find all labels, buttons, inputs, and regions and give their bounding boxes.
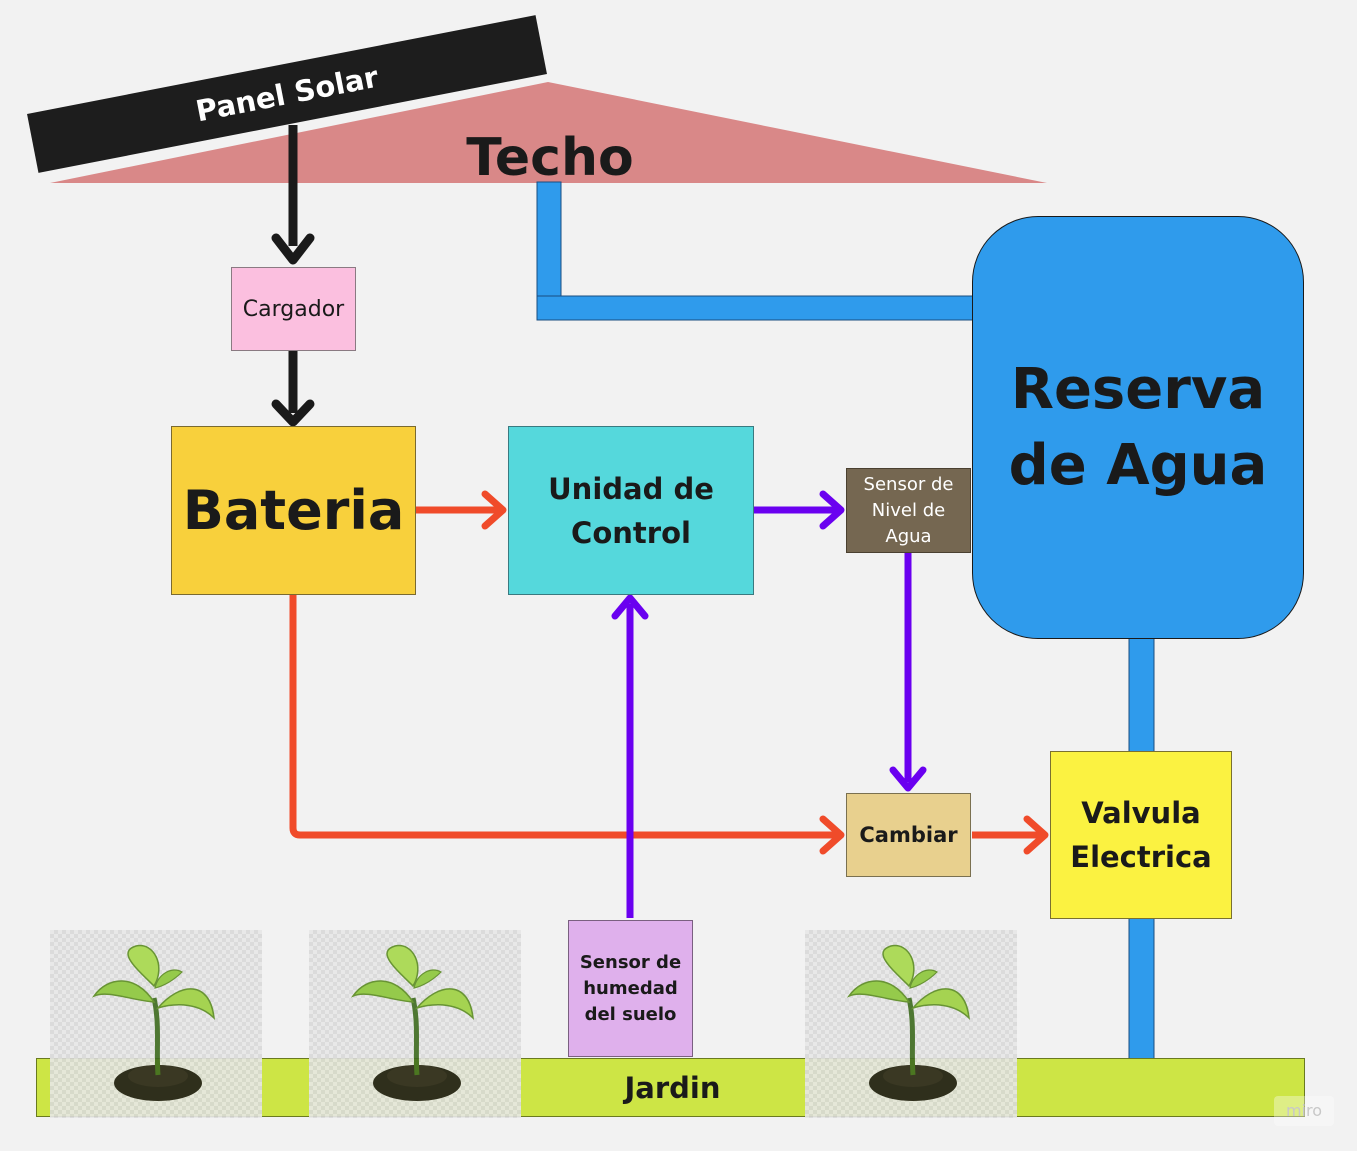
- watermark-logo: miro: [1274, 1096, 1334, 1126]
- roof-label: Techo: [430, 126, 670, 190]
- charger-label: Cargador: [242, 296, 345, 322]
- roof-label-text: Techo: [466, 128, 634, 188]
- control-unit-label: Unidad de Control: [548, 471, 714, 550]
- switch-label: Cambiar: [859, 823, 958, 847]
- arrow-control-to-level-sensor: [754, 490, 845, 530]
- plant-seedling-icon: [309, 930, 521, 1118]
- soil-humidity-sensor-box[interactable]: Sensor de humedad del suelo: [568, 920, 693, 1057]
- water-reservoir-label: Reserva de Agua: [1008, 356, 1268, 498]
- roof-shape: [50, 82, 1047, 183]
- arrow-panel-to-charger: [271, 125, 315, 265]
- electric-valve-box[interactable]: Valvula Electrica: [1050, 751, 1232, 919]
- watermark-text: miro: [1285, 1101, 1323, 1120]
- garden-label: Jardin: [624, 1070, 721, 1105]
- plant-seedling-icon: [50, 930, 262, 1118]
- battery-label: Bateria: [182, 479, 405, 542]
- pipe-reservoir-to-valve: [1128, 635, 1155, 755]
- switch-box[interactable]: Cambiar: [846, 793, 971, 877]
- arrow-charger-to-battery: [271, 351, 315, 427]
- plant-seedling-icon: [805, 930, 1017, 1118]
- control-unit-box[interactable]: Unidad de Control: [508, 426, 754, 595]
- arrow-humidity-to-control: [611, 594, 649, 918]
- battery-box[interactable]: Bateria: [171, 426, 416, 595]
- water-level-sensor-label: Sensor de Nivel de Agua: [863, 473, 954, 547]
- arrow-battery-to-switch: [289, 595, 845, 855]
- electric-valve-label: Valvula Electrica: [1070, 796, 1212, 874]
- charger-box[interactable]: Cargador: [231, 267, 356, 351]
- soil-humidity-sensor-label: Sensor de humedad del suelo: [579, 951, 682, 1025]
- arrow-battery-to-control: [416, 490, 507, 530]
- pipe-roof-to-reservoir: [536, 295, 976, 321]
- pipe-valve-to-garden: [1128, 917, 1155, 1061]
- arrow-switch-to-valve: [972, 815, 1049, 855]
- arrow-level-sensor-to-switch: [889, 553, 927, 792]
- water-level-sensor-box[interactable]: Sensor de Nivel de Agua: [846, 468, 971, 553]
- water-reservoir[interactable]: Reserva de Agua: [972, 216, 1304, 639]
